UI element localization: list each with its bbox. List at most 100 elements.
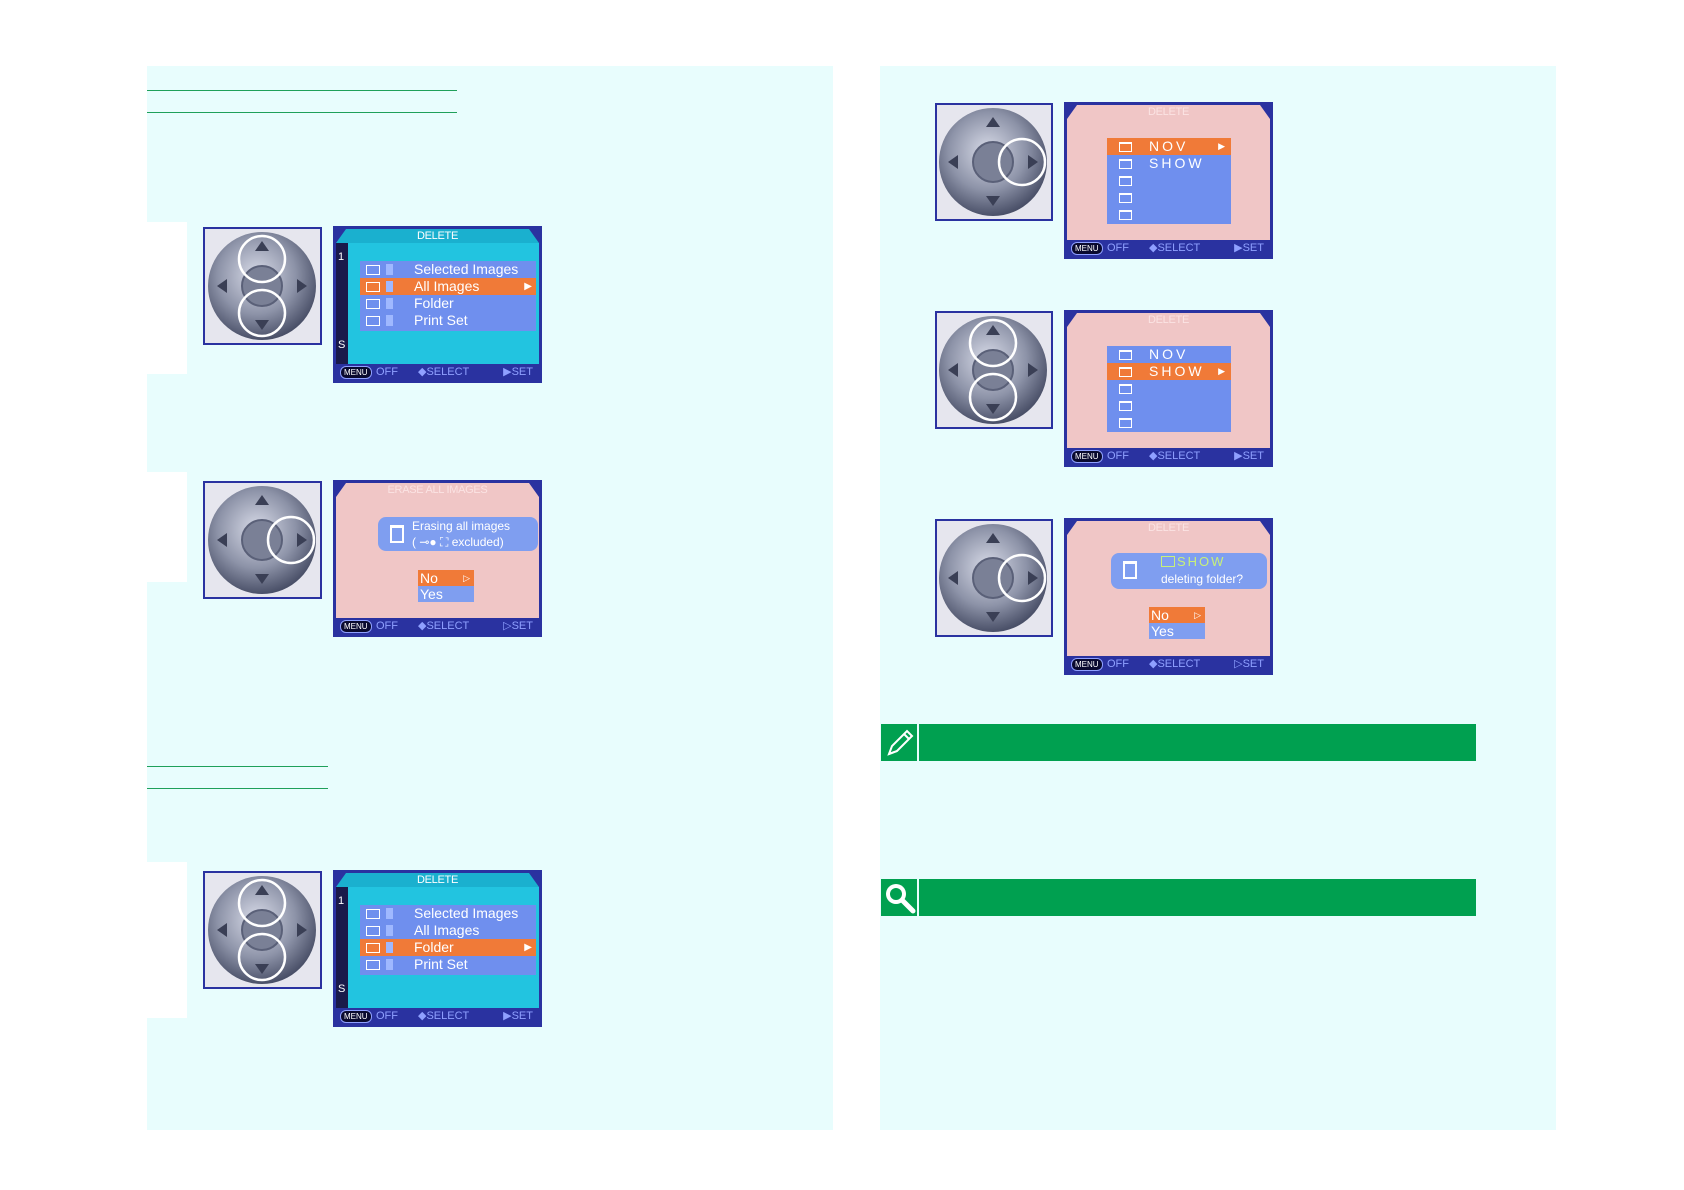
trash-icon	[390, 525, 404, 543]
folder-icon	[1119, 210, 1132, 220]
footer-off: OFF	[1107, 658, 1129, 670]
footer-off: OFF	[376, 366, 398, 378]
footer-off: OFF	[376, 620, 398, 632]
arrow-right-icon: ▶	[1218, 141, 1225, 151]
screen-footer: MENU OFF ◆SELECT ▷SET	[1067, 656, 1270, 672]
sd-card-icon	[386, 264, 393, 275]
screen-footer: MENU OFF ◆SELECT ▷SET	[336, 618, 539, 634]
sd-card-icon	[386, 315, 393, 326]
menu-item-label: All Images	[414, 922, 480, 938]
folder-icon	[1119, 176, 1132, 186]
multi-selector-dpad-icon	[935, 519, 1053, 637]
footer-off: OFF	[376, 1010, 398, 1022]
arrow-right-icon: ▷	[1194, 610, 1201, 620]
menu-button-icon: MENU	[340, 366, 372, 379]
footer-select: ◆SELECT	[418, 1010, 470, 1022]
menu-item-label: Print Set	[414, 956, 468, 972]
menu-item[interactable]: All Images	[360, 922, 536, 939]
screen-title: DELETE	[336, 229, 539, 243]
folder-item	[1107, 414, 1231, 431]
menu-button-icon: MENU	[1071, 658, 1103, 671]
lcd-delete-folder-confirm: DELETE SHOW deleting folder? No▷ Yes MEN…	[1064, 518, 1273, 675]
message-line-2: ( ⊸● ⛶ excluded)	[412, 535, 504, 549]
footer-off: OFF	[1107, 242, 1129, 254]
pencil-note-icon	[881, 724, 917, 761]
folder-item	[1107, 189, 1231, 206]
lcd-erase-all-images: ERASE ALL IMAGES Erasing all images ( ⊸●…	[333, 480, 542, 637]
arrow-right-icon: ▶	[524, 942, 532, 953]
folder-item[interactable]: NOV▶	[1107, 138, 1231, 155]
footer-select: ◆SELECT	[1149, 242, 1201, 254]
section-rule	[147, 788, 328, 789]
yes-option[interactable]: Yes	[418, 586, 474, 602]
sd-card-icon	[386, 281, 393, 292]
multi-selector-dpad-icon	[935, 103, 1053, 221]
print-set-icon	[366, 960, 380, 970]
confirm-message: SHOW deleting folder?	[1111, 553, 1267, 589]
folder-icon	[1161, 556, 1175, 567]
menu-item[interactable]: Selected Images	[360, 905, 536, 922]
screen-footer: MENU OFF ◆SELECT ▶SET	[336, 1008, 539, 1024]
menu-item-label: All Images	[414, 278, 480, 294]
folder-icon	[1119, 401, 1132, 411]
screen-title: DELETE	[336, 873, 539, 887]
folder-name-line: SHOW	[1161, 554, 1225, 570]
side-bottom-label: S	[338, 339, 346, 351]
menu-button-icon: MENU	[1071, 242, 1103, 255]
yes-option[interactable]: Yes	[1149, 623, 1205, 639]
menu-list: Selected Images All Images Folder ▶ Print…	[360, 905, 536, 975]
screen-title: DELETE	[1067, 313, 1270, 327]
folder-list: NOV SHOW▶	[1107, 346, 1231, 432]
folder-item[interactable]: NOV	[1107, 346, 1231, 363]
footer-set: ▷SET	[1234, 658, 1264, 670]
folder-item[interactable]: SHOW▶	[1107, 363, 1231, 380]
screen-title-text: DELETE	[417, 874, 458, 886]
note-bar	[919, 724, 1476, 761]
multi-selector-dpad-icon	[203, 871, 322, 989]
screen-title: ERASE ALL IMAGES	[336, 483, 539, 497]
screen-title-text: ERASE ALL IMAGES	[387, 484, 488, 496]
menu-button-icon: MENU	[340, 620, 372, 633]
side-bottom-label: S	[338, 983, 346, 995]
sd-card-icon	[386, 908, 393, 919]
screen-title-text: DELETE	[417, 230, 458, 242]
menu-item-label: Folder	[414, 939, 454, 955]
section-rule	[147, 112, 457, 113]
folder-name: SHOW	[1149, 155, 1205, 171]
footer-select: ◆SELECT	[1149, 658, 1201, 670]
menu-item[interactable]: All Images▶	[360, 278, 536, 295]
menu-button-icon: MENU	[340, 1010, 372, 1023]
folder-item[interactable]: SHOW	[1107, 155, 1231, 172]
no-option[interactable]: No▷	[418, 570, 474, 586]
lcd-delete-menu-folder: DELETE 1 S Selected Images All Images Fo…	[333, 870, 542, 1027]
menu-item[interactable]: Folder	[360, 295, 536, 312]
footer-off: OFF	[1107, 450, 1129, 462]
folder-item	[1107, 172, 1231, 189]
lcd-folder-list-nov: DELETE NOV▶ SHOW MENU OFF ◆SELECT ▶SET	[1064, 102, 1273, 259]
folder-icon	[1119, 367, 1132, 377]
step-column	[147, 222, 187, 374]
screen-title-text: DELETE	[1148, 314, 1189, 326]
message-line-1: Erasing all images	[412, 519, 511, 533]
menu-item[interactable]: Selected Images	[360, 261, 536, 278]
folder-icon	[1119, 193, 1132, 203]
folder-name: NOV	[1149, 346, 1189, 362]
all-images-icon	[366, 282, 380, 292]
selected-images-icon	[366, 909, 380, 919]
footer-select: ◆SELECT	[1149, 450, 1201, 462]
menu-item[interactable]: Print Set	[360, 312, 536, 329]
screen-footer: MENU OFF ◆SELECT ▶SET	[1067, 240, 1270, 256]
folder-name: SHOW	[1149, 363, 1205, 379]
menu-item[interactable]: Folder ▶	[360, 939, 536, 956]
menu-item-label: Folder	[414, 295, 454, 311]
folder-icon	[1119, 159, 1132, 169]
folder-icon	[1119, 142, 1132, 152]
footer-select: ◆SELECT	[418, 366, 470, 378]
no-label: No	[1151, 607, 1169, 623]
multi-selector-dpad-icon	[935, 311, 1053, 429]
footer-set: ▶SET	[1234, 242, 1264, 254]
no-option[interactable]: No ▷	[1149, 607, 1205, 623]
menu-item[interactable]: Print Set	[360, 956, 536, 973]
menu-item-label: Print Set	[414, 312, 468, 328]
side-top-label: 1	[338, 895, 345, 907]
